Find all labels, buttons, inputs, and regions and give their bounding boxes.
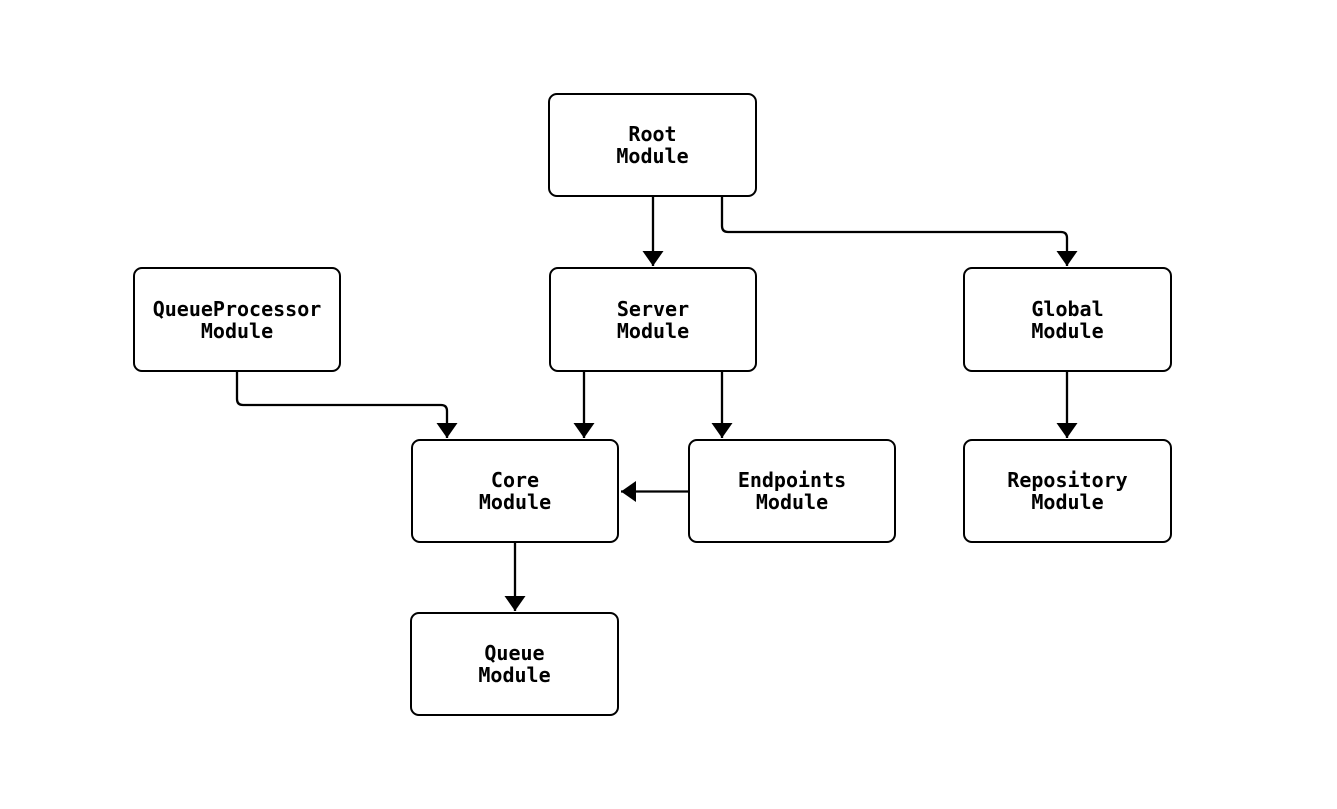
node-label-line2: Module <box>1031 490 1104 514</box>
node-label-line1: Core <box>490 468 540 492</box>
node-label-line2: Module <box>1031 318 1104 343</box>
node-label-line1: Root <box>628 122 677 146</box>
node-label-line1: Repository <box>1007 468 1128 492</box>
node-label-line1: Queue <box>484 641 545 665</box>
node-label-line2: Module <box>616 318 690 343</box>
node-label-line1: Global <box>1031 296 1104 321</box>
node-label-line1: Server <box>616 296 690 321</box>
node-label-line2: Module <box>616 144 689 168</box>
node-label-line2: Module <box>478 663 551 687</box>
node-label-line2: Module <box>478 490 552 514</box>
edge-queueprocessor-to-core <box>235 371 458 438</box>
edge-root-to-global <box>720 196 1078 266</box>
node-label-line2: Module <box>755 490 829 514</box>
node-label-line2: Module <box>200 318 274 343</box>
node-label-line1: Endpoints <box>737 468 847 492</box>
node-label-line1: QueueProcessor <box>152 296 322 321</box>
